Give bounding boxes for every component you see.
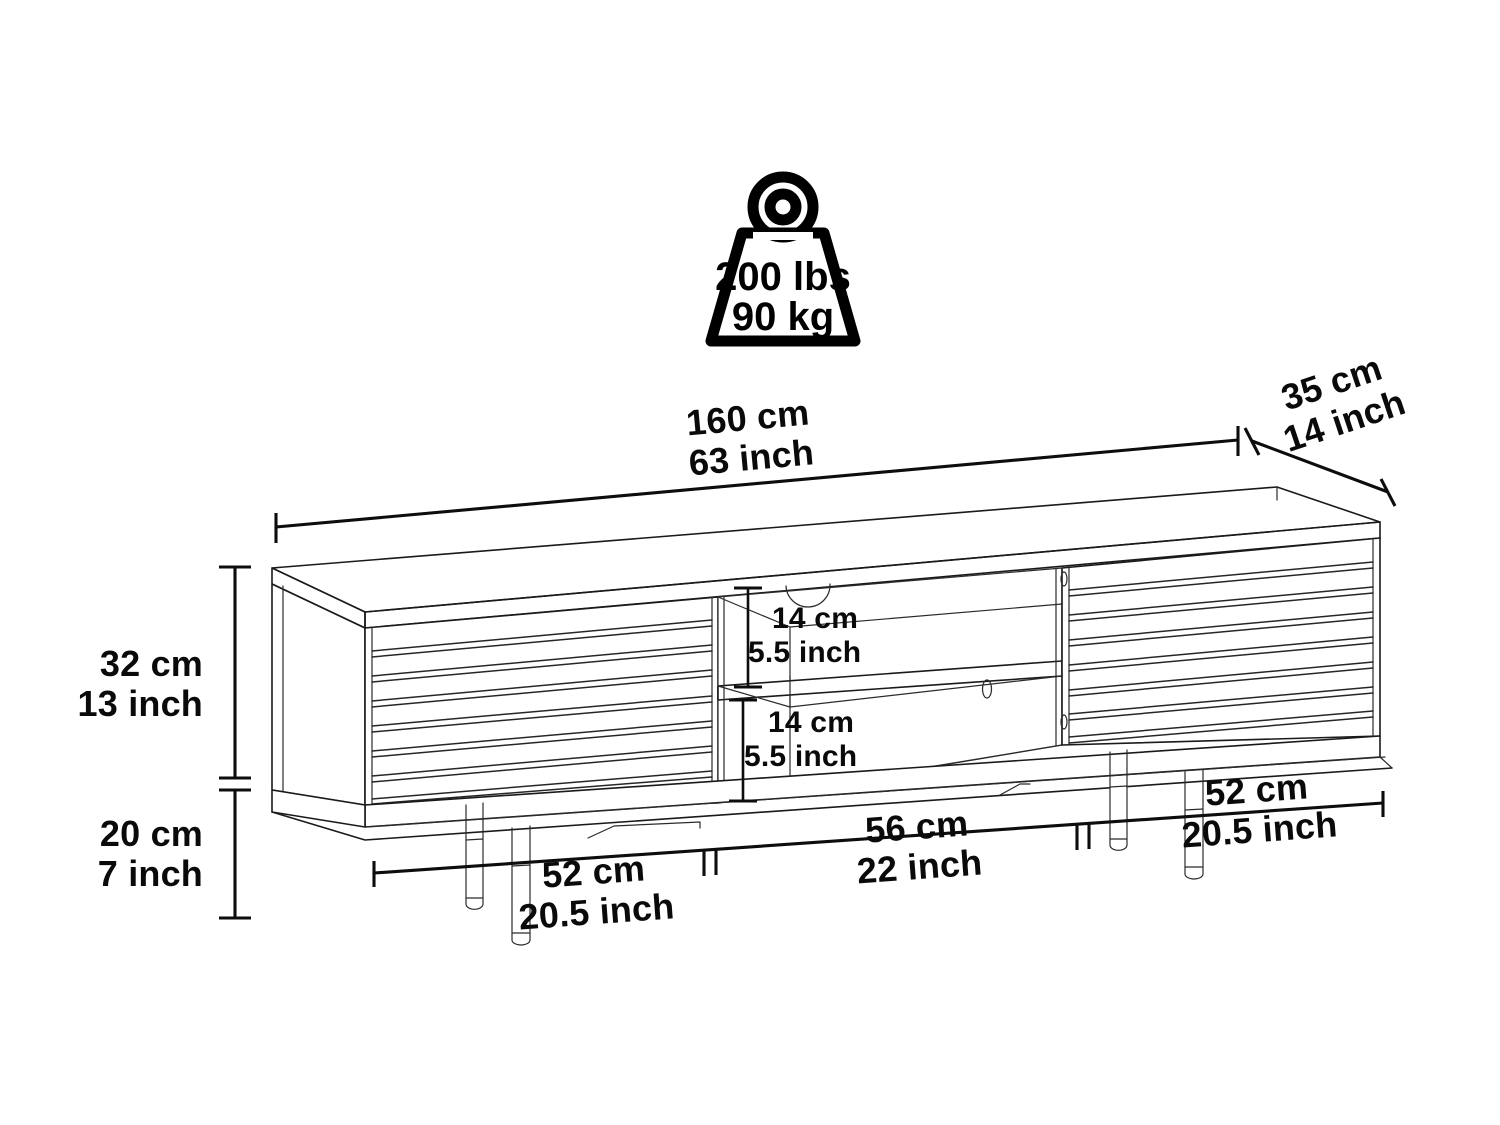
right-cabinet-door	[1060, 537, 1381, 746]
left-door-cm-label: 52 cm	[541, 847, 647, 895]
cabinet-height-inch-label: 13 inch	[78, 683, 203, 724]
leg-front-right	[1109, 785, 1128, 851]
lower-shelf-inch-label: 5.5 inch	[744, 740, 857, 773]
center-compartment-cm-label: 56 cm	[864, 802, 970, 850]
leg-height-cm-label: 20 cm	[100, 813, 203, 854]
depth-dimension-line	[1243, 427, 1397, 507]
upper-shelf-cm-label: 14 cm	[772, 602, 858, 635]
bottom-dimension-lines	[372, 791, 1385, 887]
legs-group	[465, 749, 1204, 946]
left-side-panel	[271, 583, 366, 806]
tv-stand-body	[271, 486, 1393, 946]
left-door-slats	[371, 619, 713, 805]
left-cabinet-door	[364, 596, 719, 806]
upper-shelf-dimension-line	[734, 586, 762, 689]
left-height-dimension-lines	[219, 565, 251, 920]
center-compartment-inch-label: 22 inch	[856, 841, 984, 891]
leg-back-right	[1184, 808, 1204, 880]
weight-capacity-badge: 200 lbs 90 kg	[705, 171, 861, 347]
leg-front-left	[465, 838, 484, 910]
lower-shelf-cm-label: 14 cm	[768, 706, 854, 739]
weight-icon	[705, 171, 861, 347]
leg-height-inch-label: 7 inch	[98, 853, 203, 894]
base-plinth	[271, 735, 1393, 841]
upper-shelf-inch-label: 5.5 inch	[748, 636, 861, 669]
cabinet-height-cm-label: 32 cm	[100, 643, 203, 684]
width-dimension-line	[274, 426, 1240, 543]
lower-shelf-dimension-line	[729, 698, 757, 803]
weight-kg-label: 90 kg	[732, 295, 834, 339]
right-door-cm-label: 52 cm	[1204, 765, 1310, 813]
weight-lbs-label: 200 lbs	[715, 255, 851, 299]
leg-back-left	[511, 864, 531, 946]
right-door-slats	[1068, 561, 1374, 744]
